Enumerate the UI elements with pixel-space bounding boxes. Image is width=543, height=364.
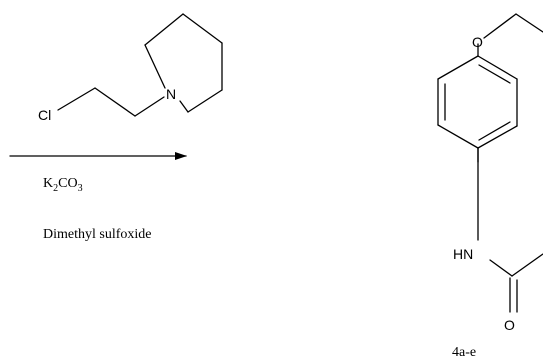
reagent-structure: Cl N [38,13,223,123]
ring-bond [144,13,184,46]
product-structure: O HN O [437,13,543,333]
ring-double-bond [478,121,511,141]
ether-oxygen-label: O [472,34,483,50]
ring-bond [179,100,189,113]
amide-bond [511,253,543,277]
product-label: 4a-e [452,345,476,360]
ring-double-bond [478,64,511,84]
nitrogen-atom-label: N [166,86,176,102]
chain-bond [57,87,96,111]
ether-bond [515,13,543,33]
base-label: K2CO3 [43,176,83,194]
ring-bond [187,89,223,113]
chloroethyl-chain [57,87,165,117]
carbonyl-oxygen-label: O [504,317,515,333]
solvent-label: Dimethyl sulfoxide [43,227,152,242]
amide-bond [489,259,513,277]
chain-bond [134,96,165,117]
amine-nh-label: HN [453,246,473,262]
ring-bond [144,44,166,89]
ether-bond [483,13,517,39]
ring-bond [477,55,518,80]
benzene-ring [437,55,518,149]
chain-bond [94,87,136,117]
ring-bond [437,124,479,149]
piperidine-ring [144,13,223,113]
ring-bond [437,55,479,80]
chlorine-atom-label: Cl [38,107,51,123]
ring-bond [477,125,518,149]
ring-bond [182,13,223,44]
